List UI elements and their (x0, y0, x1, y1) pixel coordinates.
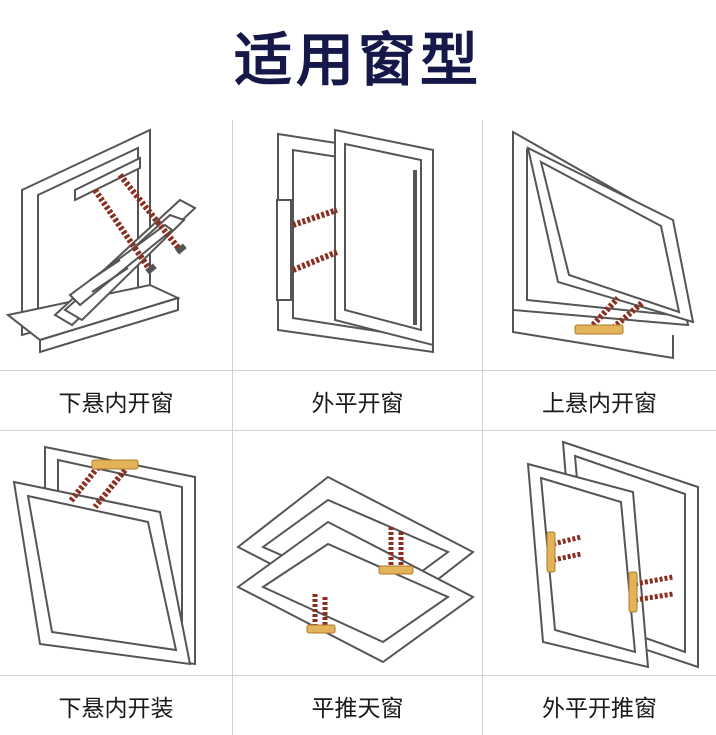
grid-divider (232, 120, 233, 735)
window-type-grid: 下悬内开窗 外平开窗 (0, 120, 716, 735)
window-illustration-outward-parallel-push (483, 432, 716, 675)
window-label-cell: 平推天窗 (233, 677, 482, 735)
window-label: 外平开推窗 (542, 696, 657, 722)
window-label-cell: 外平开窗 (233, 372, 482, 430)
window-label: 平推天窗 (311, 696, 404, 722)
window-label: 下悬内开窗 (58, 391, 174, 417)
window-illustration-bottom-hung-install (0, 432, 232, 675)
grid-divider (0, 675, 716, 676)
grid-divider (482, 120, 483, 735)
window-illustration-top-hung-inward (483, 120, 716, 370)
grid-divider (0, 370, 716, 371)
page-title: 适用窗型 (233, 26, 482, 94)
window-label: 下悬内开装 (58, 696, 174, 722)
window-label: 上悬内开窗 (542, 391, 657, 417)
window-label-cell: 下悬内开装 (0, 677, 232, 735)
window-illustration-bottom-hung-inward (0, 120, 232, 370)
window-illustration-outward-casement (233, 120, 482, 370)
grid-divider (0, 430, 716, 431)
window-label-cell: 下悬内开窗 (0, 372, 232, 430)
window-label-cell: 外平开推窗 (483, 677, 716, 735)
window-label-cell: 上悬内开窗 (483, 372, 716, 430)
window-illustration-parallel-skylight (233, 432, 482, 675)
window-label: 外平开窗 (311, 391, 404, 417)
page-title-bar: 适用窗型 (0, 0, 716, 110)
